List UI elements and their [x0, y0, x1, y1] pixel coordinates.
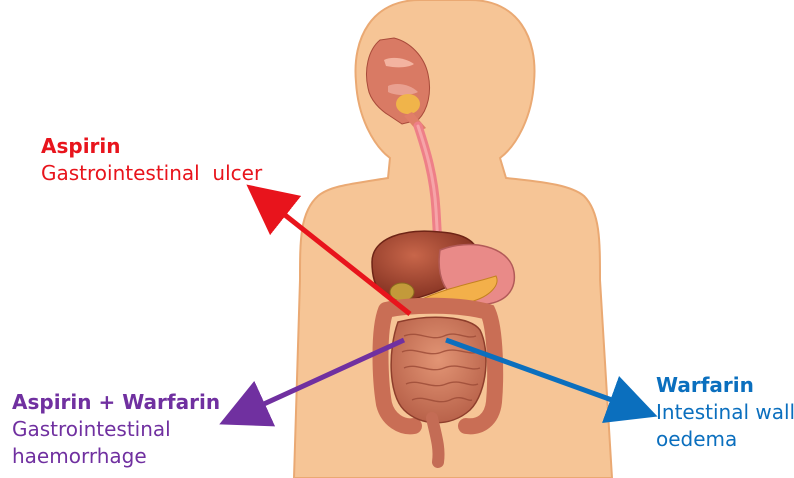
rectum	[432, 418, 439, 462]
combination-description-line-2: haemorrhage	[12, 443, 220, 470]
aspirin-description: Gastrointestinal ulcer	[41, 160, 262, 187]
aspirin-label: Aspirin Gastrointestinal ulcer	[41, 133, 262, 187]
combination-description-line-1: Gastrointestinal	[12, 416, 220, 443]
warfarin-title: Warfarin	[656, 372, 794, 399]
warfarin-description-line-2: oedema	[656, 426, 794, 453]
warfarin-description-line-1: Intestinal wall	[656, 399, 794, 426]
aspirin-title: Aspirin	[41, 133, 262, 160]
combination-label: Aspirin + Warfarin Gastrointestinal haem…	[12, 389, 220, 470]
combination-title: Aspirin + Warfarin	[12, 389, 220, 416]
warfarin-label: Warfarin Intestinal wall oedema	[656, 372, 794, 453]
